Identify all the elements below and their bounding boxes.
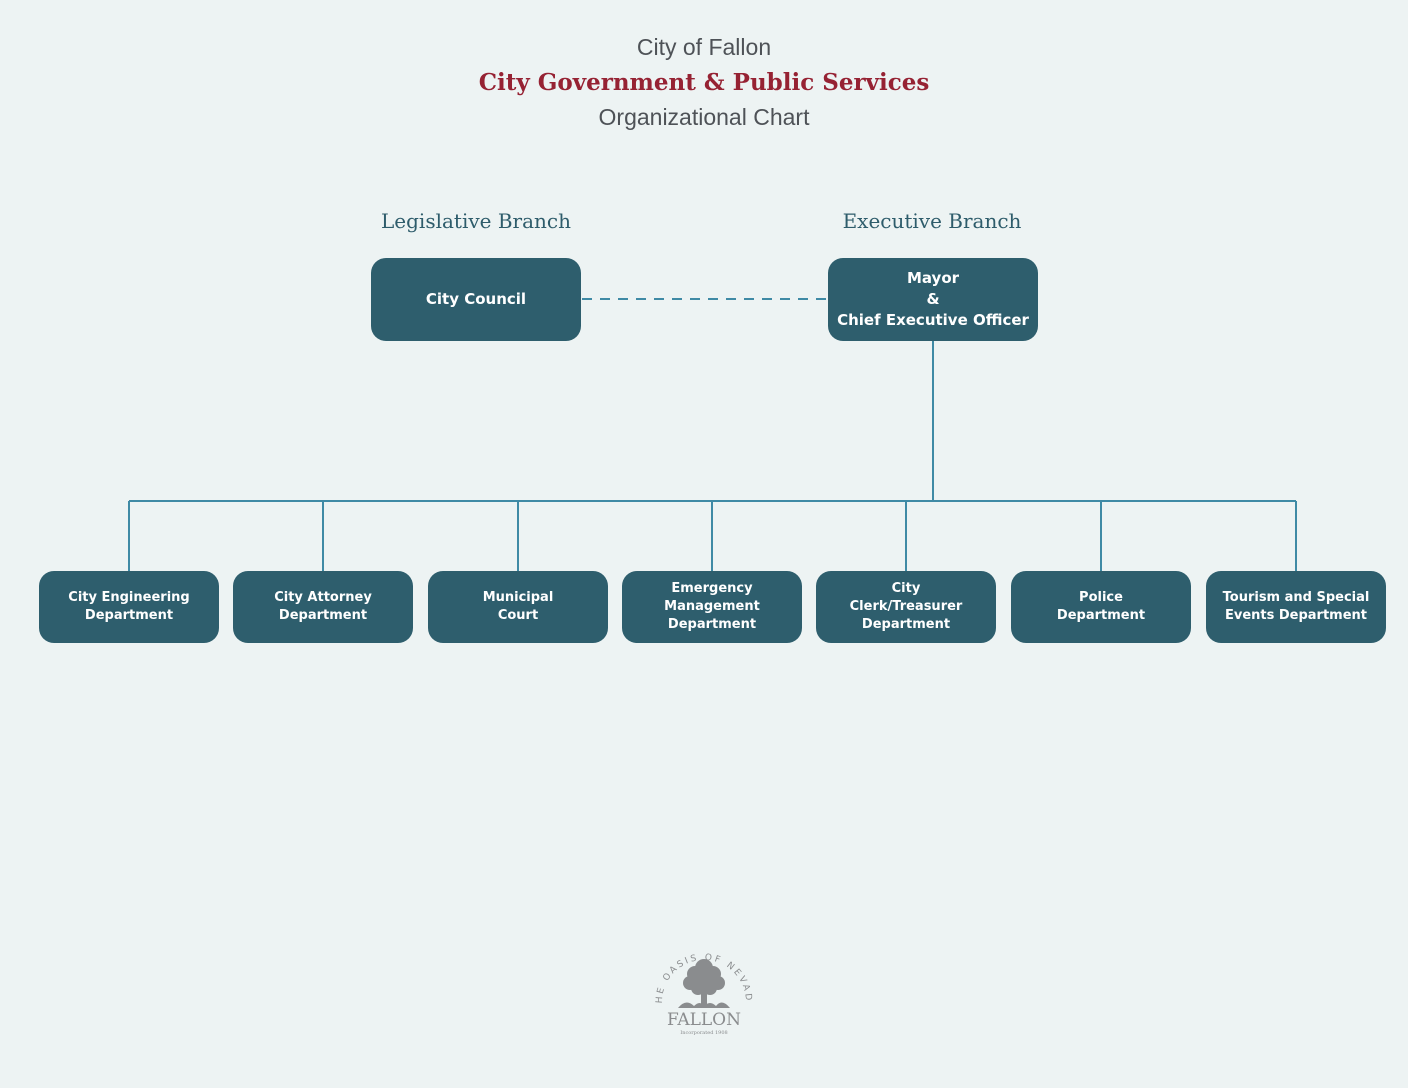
tree-icon <box>678 959 730 1008</box>
dept-tourism-special-events: Tourism and Special Events Department <box>1206 571 1386 643</box>
dept-city-clerk-treasurer: City Clerk/Treasurer Department <box>816 571 996 643</box>
chart-header: City of Fallon City Government & Public … <box>0 30 1408 135</box>
dept-emergency-management: Emergency Management Department <box>622 571 802 643</box>
dept-city-engineering: City Engineering Department <box>39 571 219 643</box>
executive-branch-label: Executive Branch <box>842 209 1022 233</box>
chart-title: City Government & Public Services <box>478 69 930 96</box>
fallon-seal-icon: THE OASIS OF NEVADA FALLON Incorporated … <box>652 938 751 1036</box>
dept-police: Police Department <box>1011 571 1191 643</box>
logo-name: FALLON <box>667 1010 741 1030</box>
legislative-branch-label: Legislative Branch <box>381 209 571 233</box>
logo-incorporated: Incorporated 1908 <box>680 1030 727 1036</box>
fallon-logo: THE OASIS OF NEVADA FALLON Incorporated … <box>652 938 756 1038</box>
city-council-box: City Council <box>371 258 581 341</box>
chart-subtitle: Organizational Chart <box>598 104 810 130</box>
mayor-box: Mayor & Chief Executive Officer <box>828 258 1038 341</box>
city-name: City of Fallon <box>636 34 772 60</box>
dept-municipal-court: Municipal Court <box>428 571 608 643</box>
dept-city-attorney: City Attorney Department <box>233 571 413 643</box>
